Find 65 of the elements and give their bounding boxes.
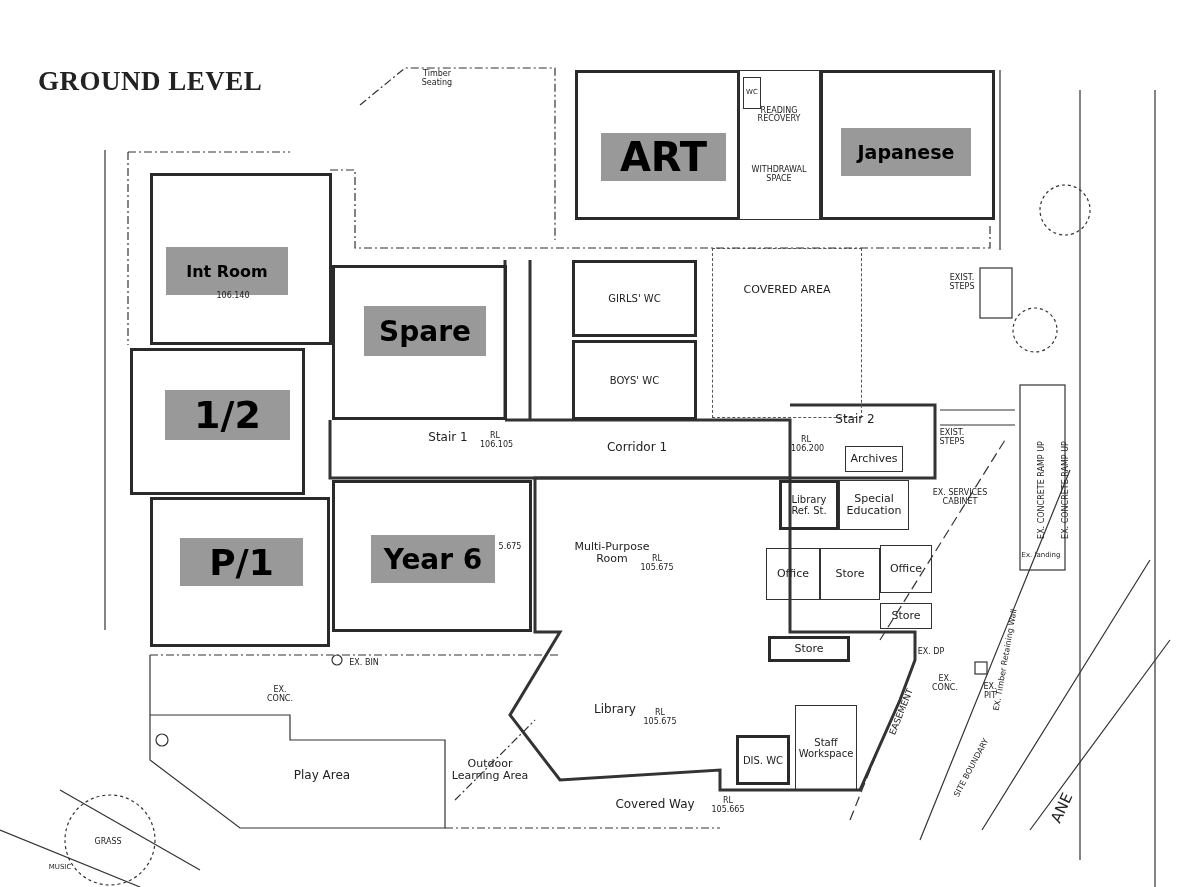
- room-outline: [768, 636, 850, 662]
- plan-title: GROUND LEVEL: [38, 66, 263, 97]
- room-outline: [736, 735, 790, 785]
- room-name: Store: [794, 642, 824, 656]
- plan-annotation: EXIST. STEPS: [938, 429, 966, 447]
- room-outline: [779, 480, 839, 530]
- room-name: GIRLS' WC: [608, 293, 661, 304]
- room-outline: [845, 446, 903, 472]
- plan-annotation: EX. SERVICES CABINET: [932, 489, 988, 507]
- room-name: Office: [889, 562, 923, 576]
- room-outline: [738, 70, 820, 220]
- room-name-label: 1/2: [165, 390, 290, 440]
- room-name-label: P/1: [180, 538, 303, 586]
- room-outline: [820, 70, 995, 220]
- plan-annotation: ANE: [1048, 790, 1076, 826]
- plan-annotation: Play Area: [293, 769, 351, 783]
- room-outline: [332, 480, 532, 632]
- room-name-label: Year 6: [371, 535, 495, 583]
- room-outline: [332, 265, 507, 420]
- room-outline: [575, 70, 740, 220]
- room-outline: [766, 548, 820, 600]
- plan-annotation: RL 105.665: [710, 797, 746, 815]
- room-outline: [795, 705, 857, 790]
- plan-annotation: Outdoor Learning Area: [450, 757, 530, 783]
- plan-annotation: 5.675: [498, 542, 522, 552]
- plan-annotation: Library: [594, 703, 636, 717]
- room-name: COVERED AREA: [743, 284, 831, 297]
- plan-annotation: 106.140: [216, 291, 250, 301]
- plan-annotation: RL 105.675: [642, 709, 678, 727]
- plan-annotation: EX. BIN: [349, 658, 379, 668]
- room-name: Archives: [850, 452, 898, 466]
- room-outline: [150, 497, 330, 647]
- plan-annotation: EX. DP: [917, 647, 945, 657]
- plan-annotation: EXIST. STEPS: [948, 274, 976, 292]
- room-outline: [839, 480, 909, 530]
- plan-annotation: Covered Way: [615, 798, 695, 812]
- plan-annotation: Stair 1: [428, 431, 468, 445]
- room-name: Special Education: [845, 492, 903, 518]
- room-name: READING RECOVERY: [756, 106, 802, 125]
- room-name: Store: [891, 609, 921, 623]
- room-name: Staff Workspace: [797, 736, 855, 759]
- room-outline: [743, 77, 761, 109]
- plan-annotation: EX. CONC.: [266, 686, 294, 704]
- plan-annotation: Corridor 1: [606, 441, 668, 455]
- room-name: Store: [835, 567, 865, 581]
- room-outline: [880, 545, 932, 593]
- room-name: Library Ref. St.: [790, 494, 828, 516]
- plan-annotation: Timber Seating: [420, 70, 454, 88]
- room-outline: [572, 260, 697, 337]
- plan-annotation: Stair 2: [835, 413, 875, 427]
- room-name: BOYS' WC: [609, 374, 660, 386]
- plan-annotation: EX. CONC.: [931, 675, 959, 693]
- room-name-label: Japanese: [841, 128, 971, 176]
- room-name: WITHDRAWAL SPACE: [750, 165, 808, 184]
- room-name-label: ART: [601, 133, 726, 181]
- plan-annotation: RL 105.675: [639, 555, 675, 573]
- room-outline: [130, 348, 305, 495]
- room-outline: [880, 603, 932, 629]
- plan-annotation: EX. CONCRETE RAMP UP: [1037, 441, 1047, 539]
- room-outline: [820, 548, 880, 600]
- room-outline: [150, 173, 332, 345]
- plan-annotation: GRASS: [94, 837, 122, 847]
- room-name-label: Spare: [364, 306, 486, 356]
- room-outline: [572, 340, 697, 420]
- room-name: DIS. WC: [742, 754, 784, 766]
